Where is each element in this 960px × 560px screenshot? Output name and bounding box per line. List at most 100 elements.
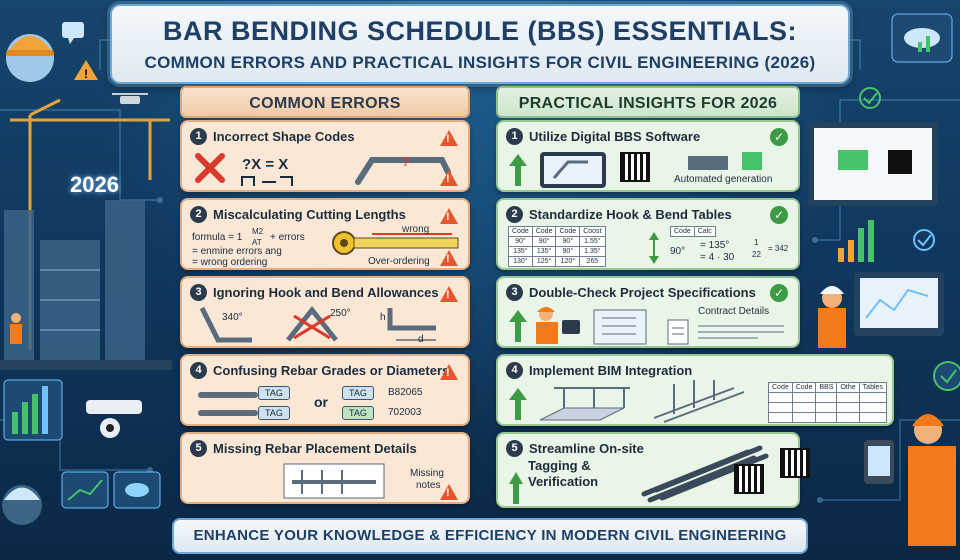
item-number: 3 [506,284,523,301]
dim-h: h [380,312,386,323]
insight-title: Implement BIM Integration [529,363,693,378]
warning-icon [440,208,458,224]
check-icon: ✓ [770,206,788,224]
formula-line-a: = enmine errors ang [192,246,282,257]
insight-card-bim[interactable]: 4 Implement BIM Integration Code Code BB… [496,354,894,426]
calc-mid-a: = 135° [700,240,730,251]
bar-chart-icon [3,379,63,441]
code-a: B82065 [388,387,423,398]
left-illustration: ! [0,22,172,525]
tag-label: TAG [342,386,374,400]
check-icon-3 [933,361,960,391]
practical-insights-column: PRACTICAL INSIGHTS FOR 2026 1 Utilize Di… [488,82,894,512]
check-icon: ✓ [770,128,788,146]
note-line-1: Missing [410,468,444,479]
code-b: 702003 [388,407,422,418]
warning-icon [440,286,458,302]
item-number: 2 [506,206,523,223]
chart-icon [61,471,109,509]
up-arrow-icon [509,472,523,504]
item-number: 5 [190,440,207,457]
insight-title: Standardize Hook & Bend Tables [529,207,732,222]
bend-dimension-icon [387,308,436,341]
title-banner: BAR BENDING SCHEDULE (BBS) ESSENTIALS: C… [110,4,850,84]
item-number: 1 [190,128,207,145]
warning-icon [440,170,458,186]
footer-banner: ENHANCE YOUR KNOWLEDGE & EFFICIENCY IN M… [172,518,808,554]
structure-frame-icon [539,387,630,421]
drone-camera-icon [86,400,142,438]
error-title: Ignoring Hook and Bend Allowances [213,285,439,300]
warning-icon [440,130,458,146]
rebar-cage-icon [653,380,745,423]
error-title: Incorrect Shape Codes [213,129,355,144]
cloud-icon [113,471,161,509]
tag-label: TAG [342,406,374,420]
worker-icon [10,313,22,344]
shape-glyph-icon [241,176,293,186]
hook-bend-table: Code Code Code Coost 90° 90° 90° 1.55° 1… [508,226,606,267]
double-arrow-icon [649,232,659,264]
insight-title-line-2: Tagging & [528,458,591,473]
year-badge: 2026 [70,172,119,197]
formula-prefix: formula = 1 [192,232,243,243]
check-icon-2 [913,229,935,251]
drone-icon [112,93,148,104]
calc-frac-bottom: 22 [752,250,761,259]
contract-caption: Contract Details [698,306,770,317]
insight-card-specifications[interactable]: 3 Double-Check Project Specifications ✓ … [496,276,800,348]
rebar-bundle-icon [688,152,762,170]
engineer-tablet-icon [536,307,647,345]
tape-label-top: wrong [402,224,430,235]
tag-label: TAG [258,386,290,400]
error-card-shape-codes[interactable]: 1 Incorrect Shape Codes ?X = X ? [180,120,470,192]
angle-b: 250° [330,308,351,319]
error-title: Missing Rebar Placement Details [213,441,417,456]
item-number: 3 [190,284,207,301]
red-x-icon [195,153,225,183]
or-label: or [314,394,328,410]
placement-drawing-icon [283,463,385,499]
tag-label: TAG [258,406,290,420]
tablet-icon [540,152,606,188]
insight-card-hook-tables[interactable]: 2 Standardize Hook & Bend Tables ✓ Code … [496,198,800,270]
contract-lines [698,325,784,339]
error-card-placement-details[interactable]: 5 Missing Rebar Placement Details Missin… [180,432,470,504]
svg-text:!: ! [84,67,88,81]
formula-fraction-bottom: AT [252,238,262,247]
measuring-tape-icon [332,231,459,255]
item-number: 2 [190,206,207,223]
error-card-hook-bend[interactable]: 3 Ignoring Hook and Bend Allowances 340°… [180,276,470,348]
worker-icon [818,286,846,348]
monitor-icon [854,272,944,336]
laptop-spreadsheet-icon [808,122,938,206]
shape-code-formula: ?X = X [242,156,289,173]
error-card-rebar-grades[interactable]: 4 Confusing Rebar Grades or Diameters TA… [180,354,470,426]
calc-tail: = 342 [768,244,789,253]
practical-insights-header: PRACTICAL INSIGHTS FOR 2026 [496,86,800,118]
insight-card-onsite-tagging[interactable]: 5 Streamline On-site Tagging & Verificat… [496,432,810,508]
item-number: 5 [506,440,523,457]
warning-icon [440,250,458,266]
calc-frac-top: 1 [754,238,759,247]
error-card-cutting-lengths[interactable]: 2 Miscalculating Cutting Lengths formula… [180,198,470,270]
svg-text:?: ? [402,155,409,169]
helmet-icon [6,34,54,82]
up-arrow-icon [509,154,527,186]
error-title: Confusing Rebar Grades or Diameters [213,363,450,378]
chat-bubble-icon [62,22,84,44]
bent-rebar-icon: ? [355,155,451,185]
formula-fraction-top: M2 [252,227,264,236]
title-line-2: COMMON ERRORS AND PRACTICAL INSIGHTS FOR… [144,53,816,72]
up-arrow-icon [509,388,527,420]
angle-a: 340° [222,312,243,323]
common-errors-column: COMMON ERRORS 1 Incorrect Shape Codes ?X… [172,82,478,512]
item-number: 4 [506,362,523,379]
error-title: Miscalculating Cutting Lengths [213,207,406,222]
building-skyline [4,200,145,360]
qr-code-icon [620,152,650,182]
qr-code-icon [734,464,764,494]
common-errors-header: COMMON ERRORS [180,86,470,118]
insight-card-digital-software[interactable]: 1 Utilize Digital BBS Software ✓ Automat… [496,120,800,192]
item-number: 1 [506,128,523,145]
